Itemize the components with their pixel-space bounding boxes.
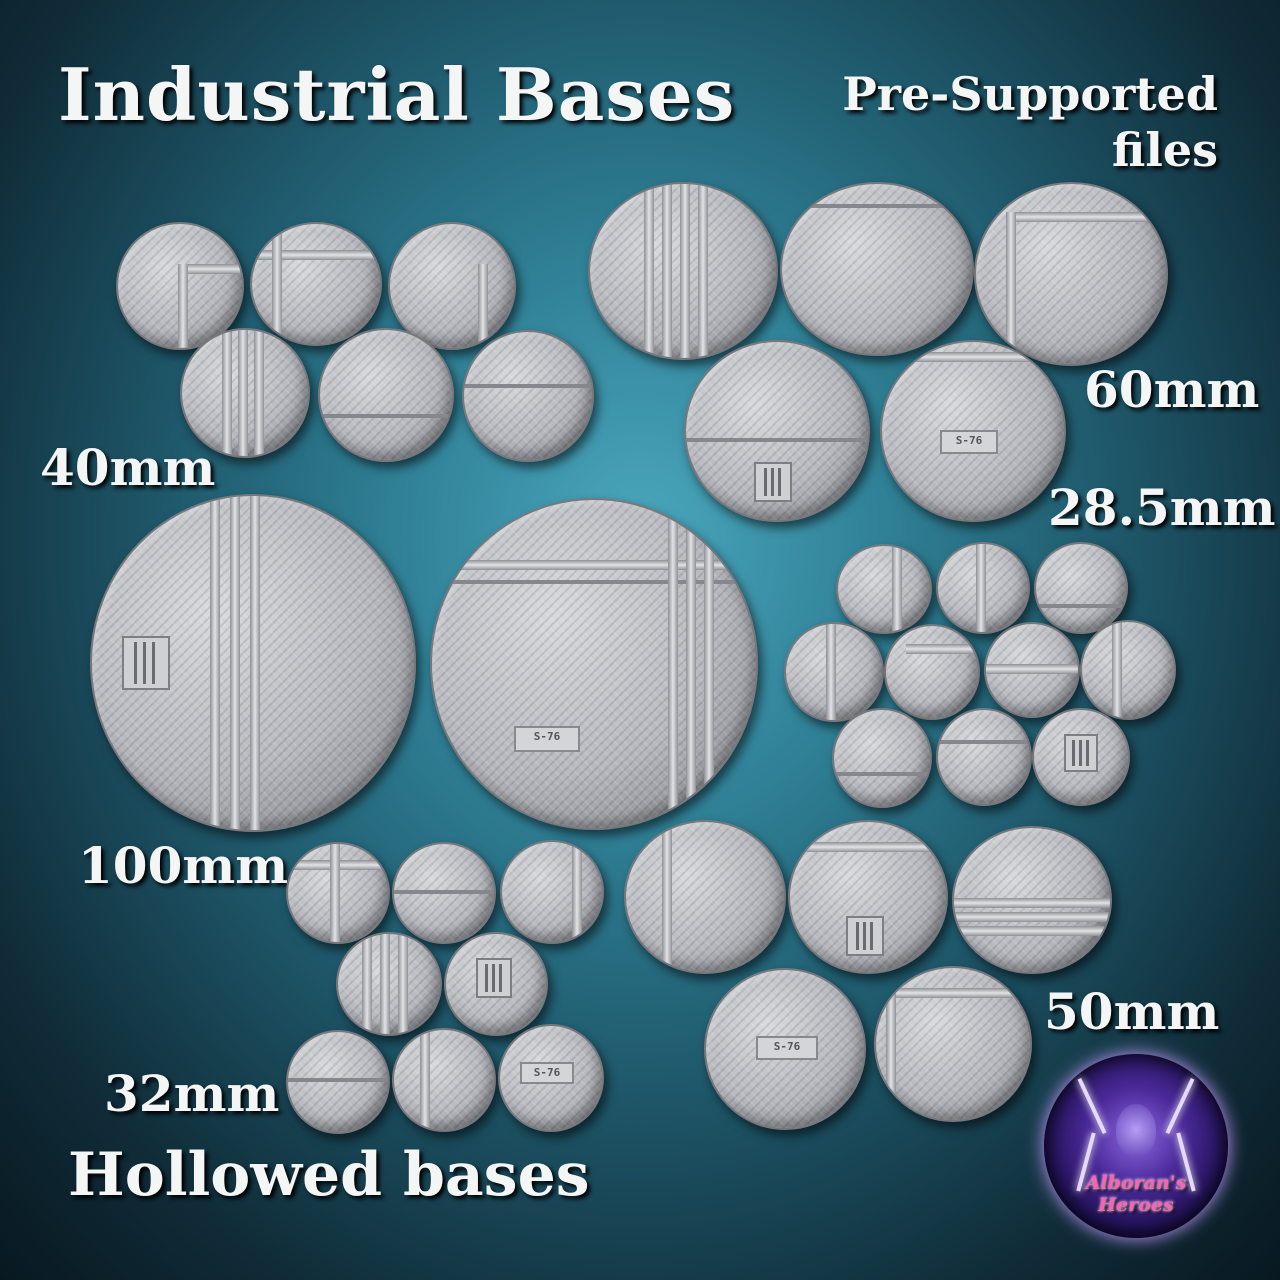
base-50mm (788, 820, 948, 974)
base-60mm (588, 182, 778, 360)
pre-supported-line1: Pre-Supported (842, 67, 1218, 121)
base-32mm (444, 932, 548, 1036)
base-32mm: S-76 (498, 1024, 604, 1132)
pre-supported-label: Pre-Supported files (842, 66, 1218, 178)
logo-text: Alboran's Heroes (1044, 1172, 1228, 1216)
base-28mm (1032, 708, 1130, 806)
base-40mm (318, 328, 454, 462)
logo-line1: Alboran's (1085, 1172, 1187, 1194)
size-label-28mm: 28.5mm (1048, 478, 1276, 537)
serial-plate: S-76 (520, 1062, 574, 1084)
base-32mm (286, 1030, 390, 1134)
base-100mm (90, 494, 416, 832)
base-28mm (936, 542, 1030, 634)
base-28mm (1080, 620, 1176, 720)
base-50mm (952, 826, 1112, 974)
hollowed-bases-label: Hollowed bases (68, 1140, 590, 1210)
base-50mm (624, 820, 786, 974)
base-60mm (974, 182, 1168, 366)
base-32mm (336, 932, 442, 1036)
serial-plate: S-76 (756, 1036, 818, 1060)
base-28mm (884, 624, 980, 720)
base-28mm (832, 708, 932, 808)
base-28mm (936, 708, 1032, 806)
base-40mm (250, 222, 382, 346)
pre-supported-line2: files (1111, 123, 1218, 177)
serial-plate: S-76 (514, 726, 580, 752)
base-28mm (1034, 542, 1128, 634)
base-28mm (836, 544, 932, 634)
size-label-40mm: 40mm (40, 438, 216, 497)
size-label-50mm: 50mm (1044, 982, 1220, 1041)
base-50mm (874, 966, 1032, 1122)
page-title: Industrial Bases (58, 52, 736, 137)
base-60mm (684, 340, 870, 522)
size-label-32mm: 32mm (104, 1064, 280, 1123)
base-100mm: S-76 (430, 498, 758, 830)
size-label-100mm: 100mm (78, 836, 289, 895)
base-32mm (500, 840, 604, 944)
serial-plate: S-76 (940, 430, 998, 454)
base-50mm: S-76 (704, 968, 866, 1130)
base-32mm (392, 842, 496, 944)
brand-logo: Alboran's Heroes (1044, 1054, 1228, 1238)
base-40mm (462, 330, 594, 462)
base-28mm (784, 622, 884, 722)
logo-line2: Heroes (1098, 1194, 1174, 1216)
logo-figure (1116, 1104, 1156, 1156)
base-40mm (116, 222, 244, 350)
base-60mm (780, 182, 974, 356)
size-label-60mm: 60mm (1084, 360, 1260, 419)
base-60mm: S-76 (880, 340, 1066, 522)
base-40mm (388, 222, 516, 350)
base-40mm (180, 328, 310, 458)
base-28mm (984, 622, 1080, 718)
base-32mm (392, 1028, 496, 1132)
base-32mm (286, 842, 390, 944)
